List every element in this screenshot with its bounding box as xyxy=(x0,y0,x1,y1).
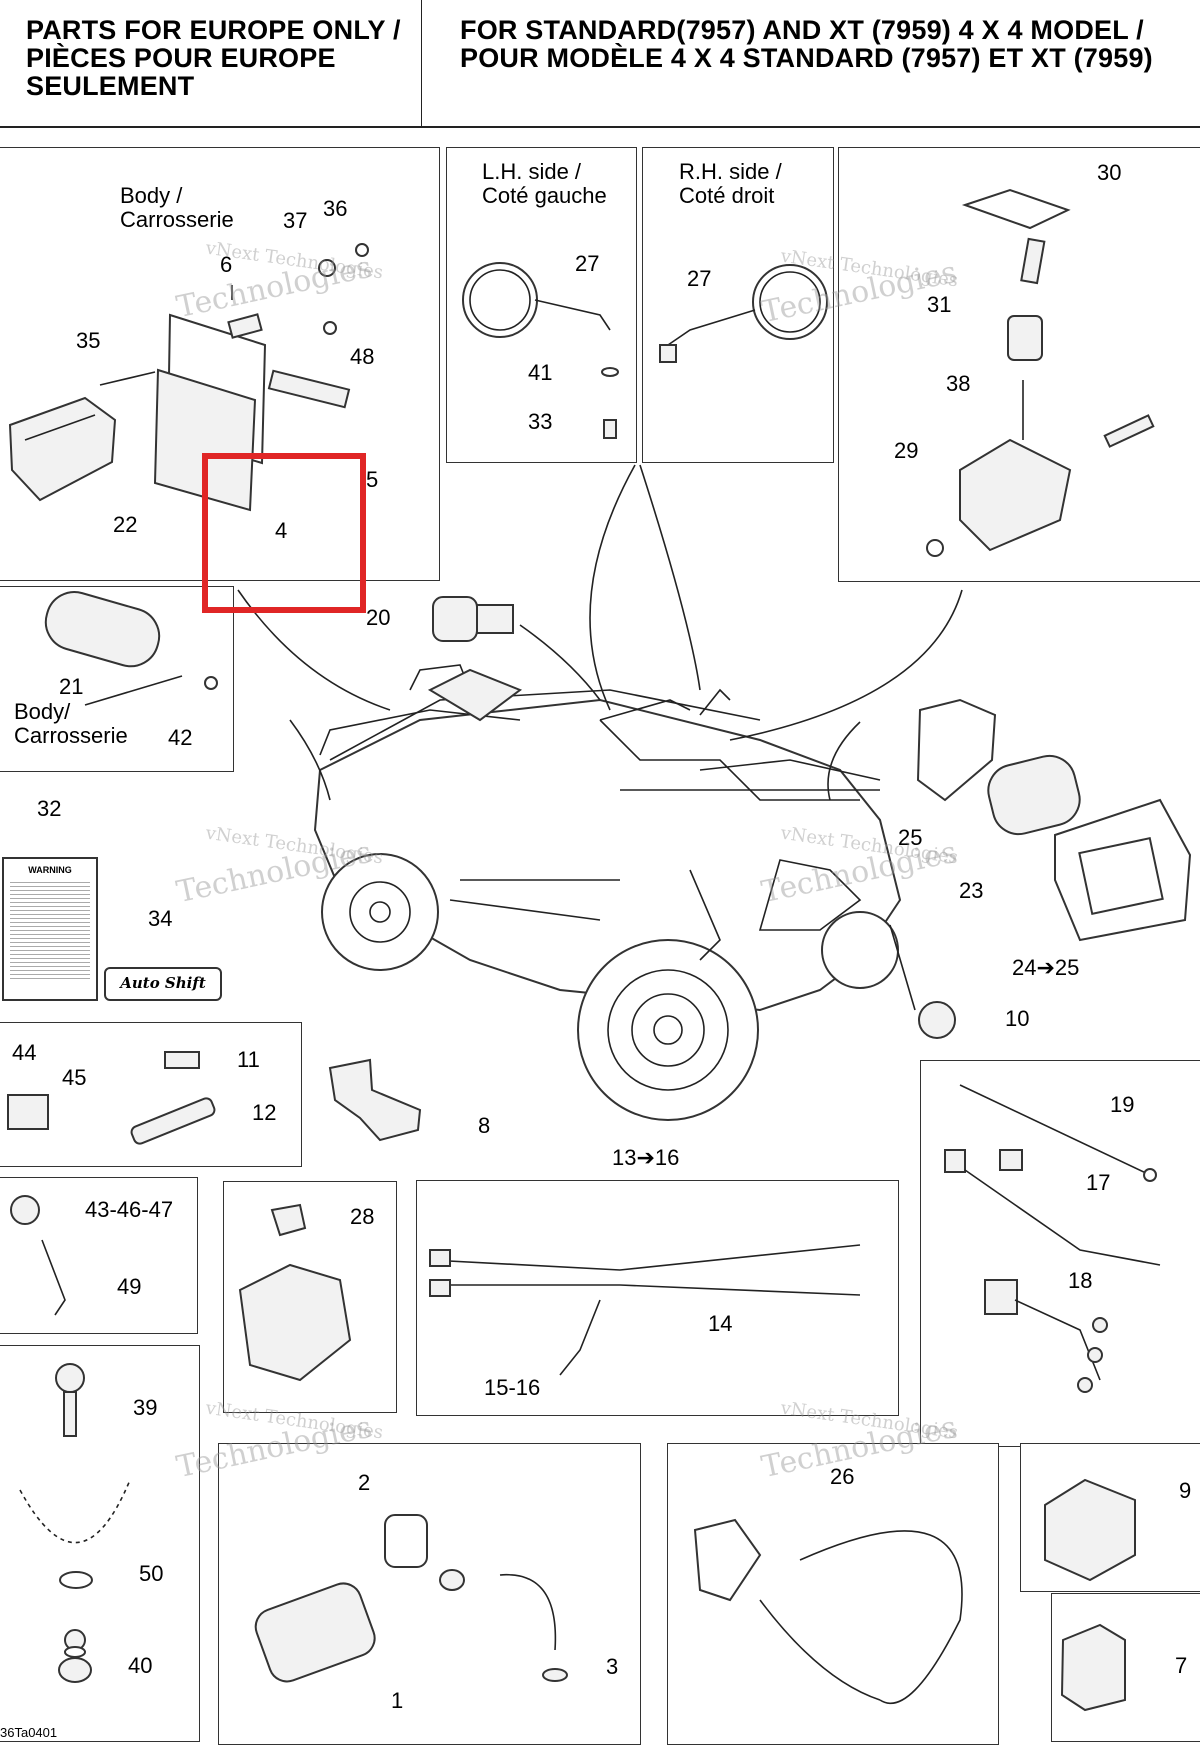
header-right-title: FOR STANDARD(7957) AND XT (7959) 4 X 4 M… xyxy=(460,15,1153,73)
callout-28: 28 xyxy=(350,1204,375,1229)
callout-40: 40 xyxy=(128,1653,153,1678)
callout-13-16: 13➔16 xyxy=(612,1145,680,1170)
callout-41: 41 xyxy=(528,360,553,385)
autoshift-decal-text: Auto Shift xyxy=(120,974,206,992)
caption-rh-side: R.H. side / Coté droit xyxy=(679,159,782,208)
callout-3: 3 xyxy=(606,1654,619,1679)
callout-2: 2 xyxy=(358,1470,371,1495)
callout-48: 48 xyxy=(350,344,375,369)
callout-31: 31 xyxy=(927,292,952,317)
panel-wiring-harness xyxy=(416,1180,899,1416)
callout-8: 8 xyxy=(478,1113,491,1138)
callout-25: 25 xyxy=(898,825,923,850)
callout-42: 42 xyxy=(168,725,193,750)
header-band: PARTS FOR EUROPE ONLY / PIÈCES POUR EURO… xyxy=(0,0,1200,128)
autoshift-decal: Auto Shift xyxy=(104,967,222,1001)
headlight-parts xyxy=(916,698,1192,1039)
callout-1: 1 xyxy=(391,1688,404,1713)
caption-lh-side: L.H. side / Coté gauche xyxy=(482,159,607,208)
callout-10: 10 xyxy=(1005,1006,1030,1031)
mirror-parts xyxy=(462,262,828,439)
misc-small-parts xyxy=(7,596,514,1683)
callout-39: 39 xyxy=(133,1395,158,1420)
caption-body-top: Body / Carrosserie xyxy=(120,183,234,232)
license-light-parts xyxy=(8,243,369,512)
callout-37: 37 xyxy=(283,208,308,233)
callout-12: 12 xyxy=(252,1100,277,1125)
callout-5: 5 xyxy=(366,467,379,492)
callout-45: 45 xyxy=(62,1065,87,1090)
callout-26: 26 xyxy=(830,1464,855,1489)
drawing-code: 36Ta0401 xyxy=(0,1725,58,1740)
callout-32: 32 xyxy=(37,796,62,821)
callout-17: 17 xyxy=(1086,1170,1111,1195)
callout-23: 23 xyxy=(959,878,984,903)
panel-connectors xyxy=(0,1022,302,1167)
callout-6: 6 xyxy=(220,252,233,277)
callout-20: 20 xyxy=(366,605,391,630)
callout-30: 30 xyxy=(1097,160,1122,185)
callout-44: 44 xyxy=(12,1040,37,1065)
electrical-component-parts xyxy=(254,1478,1136,1712)
callout-50: 50 xyxy=(139,1561,164,1586)
caption-body-mid: Body/ Carrosserie xyxy=(14,699,128,748)
callout-33: 33 xyxy=(528,409,553,434)
harness-parts xyxy=(429,1084,1161,1393)
ignition-parts xyxy=(926,188,1155,557)
callout-9: 9 xyxy=(1179,1478,1192,1503)
callout-19: 19 xyxy=(1110,1092,1135,1117)
callout-43-46-47: 43-46-47 xyxy=(85,1197,174,1222)
callout-18: 18 xyxy=(1068,1268,1093,1293)
callout-34: 34 xyxy=(148,906,173,931)
panel-harness-adapters xyxy=(920,1060,1200,1447)
header-divider xyxy=(421,0,422,126)
callout-35: 35 xyxy=(76,328,101,353)
header-left-title: PARTS FOR EUROPE ONLY / PIÈCES POUR EURO… xyxy=(26,15,401,101)
warning-decal: WARNING xyxy=(2,857,98,1001)
callout-14: 14 xyxy=(708,1311,733,1336)
callout-49: 49 xyxy=(117,1274,142,1299)
callout-15-16: 15-16 xyxy=(484,1375,541,1400)
callout-24-25: 24➔25 xyxy=(1012,955,1080,980)
callout-11: 11 xyxy=(237,1047,260,1072)
callout-27-left: 27 xyxy=(575,251,600,276)
callout-38: 38 xyxy=(946,371,971,396)
callout-7: 7 xyxy=(1175,1653,1188,1678)
reflector-parts xyxy=(44,591,218,706)
callout-29: 29 xyxy=(894,438,919,463)
callout-22: 22 xyxy=(113,512,138,537)
callout-4: 4 xyxy=(275,518,288,543)
warning-decal-title: WARNING xyxy=(28,865,72,875)
highlight-box-part-4 xyxy=(202,453,366,613)
callout-21: 21 xyxy=(59,674,84,699)
callout-27-right: 27 xyxy=(687,266,712,291)
callout-36: 36 xyxy=(323,196,348,221)
warning-decal-fineprint xyxy=(10,879,90,979)
atv-illustration xyxy=(313,664,902,1121)
